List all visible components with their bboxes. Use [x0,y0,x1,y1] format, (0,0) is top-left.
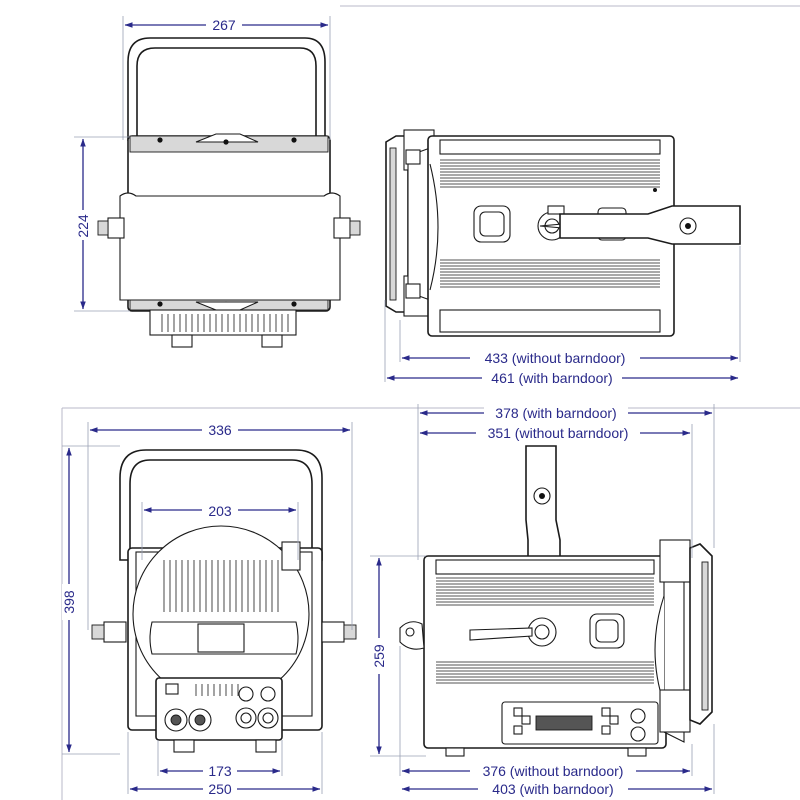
label-398: 398 [61,590,77,614]
label-351: 351 (without barndoor) [488,425,629,441]
front-view-top [97,37,361,348]
label-173: 173 [208,763,232,779]
dimension-length-433: 433 (without barndoor) [399,246,741,366]
dimension-length-461: 461 (with barndoor) [384,300,739,386]
label-403: 403 (with barndoor) [492,781,613,797]
dimension-width-267: 267 [122,16,331,140]
dimension-height-259: 259 [370,555,426,757]
dimension-height-398: 398 [61,445,120,755]
rear-view [91,449,357,753]
label-203: 203 [208,503,232,519]
yoke-arm-top [559,205,741,245]
dimension-width-336: 336 [87,421,353,630]
dimension-height-224: 224 [74,136,130,312]
label-433: 433 (without barndoor) [485,350,626,366]
label-461: 461 (with barndoor) [491,370,612,386]
yoke [127,37,326,141]
side-view-top [385,129,741,337]
dimension-width-250: 250 [127,732,323,797]
front-base-heatsink [149,309,297,336]
label-224: 224 [75,214,91,238]
label-259: 259 [371,644,387,668]
label-267: 267 [212,17,236,33]
side-view-bottom [399,445,713,757]
dimension-width-203: 203 [141,501,299,560]
dimension-length-378: 378 (with barndoor) [417,404,715,560]
label-336: 336 [208,422,232,438]
dimension-length-376: 376 (without barndoor) [399,646,693,779]
barndoor-bottom [689,543,713,725]
label-378: 378 (with barndoor) [495,405,616,421]
dimension-width-173: 173 [157,740,283,779]
dimension-length-403: 403 (with barndoor) [401,724,715,797]
label-250: 250 [208,781,232,797]
dimension-length-351: 351 (without barndoor) [419,424,693,558]
label-376: 376 (without barndoor) [483,763,624,779]
